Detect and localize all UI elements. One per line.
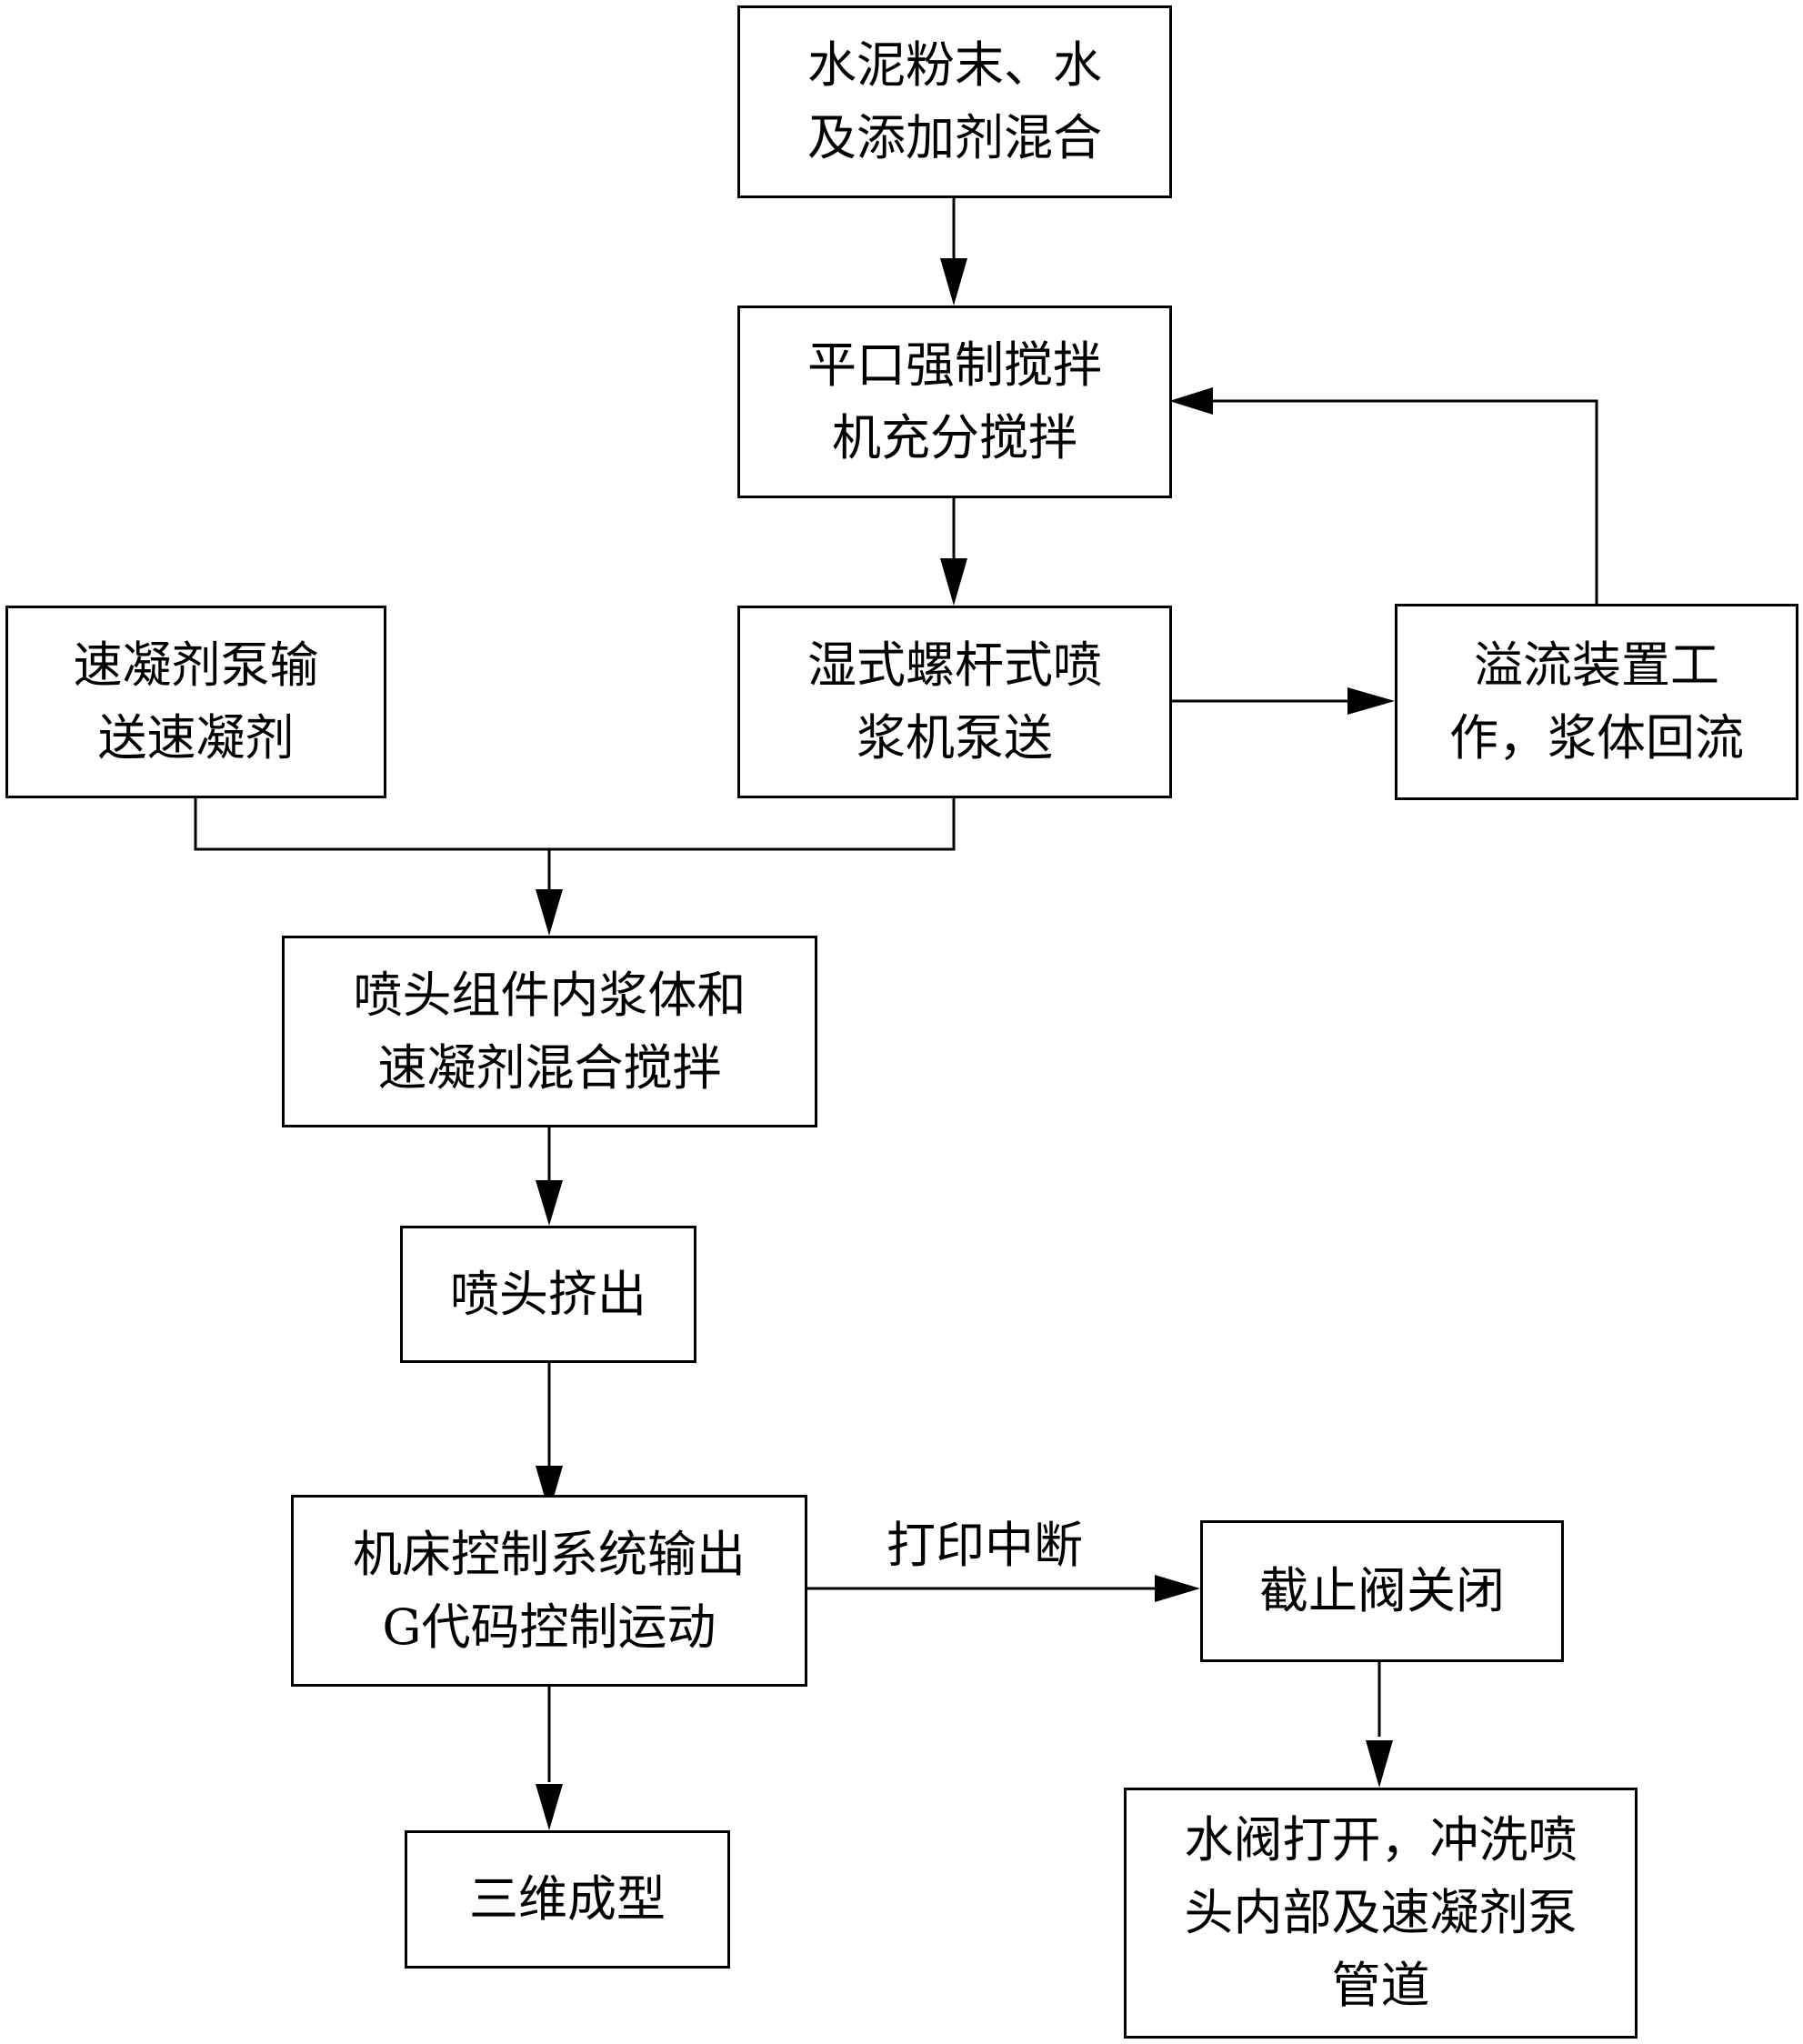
node-nozzle-mix: 喷头组件内浆体和 速凝剂混合搅拌 [282, 936, 817, 1127]
node-forming: 三维成型 [405, 1830, 730, 1969]
node-mix: 水泥粉末、水 及添加剂混合 [737, 5, 1172, 198]
node-screw-pump-line-2: 浆机泵送 [856, 702, 1053, 775]
node-extrude: 喷头挤出 [400, 1226, 696, 1363]
node-nozzle-mix-line-1: 喷头组件内浆体和 [354, 959, 746, 1032]
node-gcode-line-2: G代码控制运动 [382, 1591, 716, 1664]
edge-label-interrupt: 打印中断 [886, 1518, 1083, 1573]
node-pump-accel-line-1: 速凝剂泵输 [74, 629, 319, 702]
node-flush-line-1: 水阀打开，冲洗喷 [1185, 1804, 1578, 1877]
arrowhead-gcode-to-valve-close [1155, 1575, 1200, 1602]
arrow-overflow-to-stir [1206, 401, 1597, 604]
node-screw-pump-line-1: 湿式螺杆式喷 [807, 629, 1102, 702]
arrowhead-gcode-to-forming [536, 1784, 563, 1830]
node-stir-line-2: 机充分搅拌 [832, 402, 1077, 475]
arrowhead-screw-pump-to-overflow [1347, 687, 1395, 715]
node-overflow-line-1: 溢流装置工 [1474, 629, 1719, 702]
node-stir-line-1: 平口强制搅拌 [807, 329, 1102, 402]
node-valve-close: 截止阀关闭 [1200, 1520, 1564, 1662]
node-overflow-line-2: 作，浆体回流 [1449, 702, 1744, 775]
arrowhead-mix-to-stir [940, 258, 967, 306]
node-gcode-line-1: 机床控制系统输出 [353, 1518, 746, 1591]
node-nozzle-mix-line-2: 速凝剂混合搅拌 [378, 1032, 722, 1105]
node-stir: 平口强制搅拌 机充分搅拌 [737, 306, 1172, 498]
node-flush: 水阀打开，冲洗喷 头内部及速凝剂泵 管道 [1124, 1788, 1638, 2039]
node-pump-accel: 速凝剂泵输 送速凝剂 [5, 606, 386, 798]
arrowhead-nozzle-mix-to-extrude [536, 1180, 563, 1226]
node-extrude-line-1: 喷头挤出 [450, 1258, 646, 1331]
connector-pump-accel-merge [195, 798, 954, 849]
node-mix-line-1: 水泥粉末、水 [807, 29, 1102, 102]
node-valve-close-line-1: 截止阀关闭 [1259, 1555, 1505, 1628]
node-gcode: 机床控制系统输出 G代码控制运动 [291, 1495, 807, 1687]
node-flush-line-2: 头内部及速凝剂泵 [1185, 1877, 1578, 1949]
arrowhead-valve-close-to-flush [1366, 1740, 1393, 1788]
arrowhead-stir-to-screw-pump [940, 558, 967, 606]
node-flush-line-3: 管道 [1332, 1949, 1430, 2022]
node-mix-line-2: 及添加剂混合 [807, 102, 1102, 175]
arrowhead-overflow-to-stir [1169, 387, 1213, 415]
arrowhead-merge-to-nozzle-mix [536, 889, 563, 936]
node-forming-line-1: 三维成型 [469, 1863, 666, 1936]
node-screw-pump: 湿式螺杆式喷 浆机泵送 [737, 606, 1172, 798]
node-overflow: 溢流装置工 作，浆体回流 [1395, 604, 1798, 800]
node-pump-accel-line-2: 送速凝剂 [98, 702, 295, 775]
